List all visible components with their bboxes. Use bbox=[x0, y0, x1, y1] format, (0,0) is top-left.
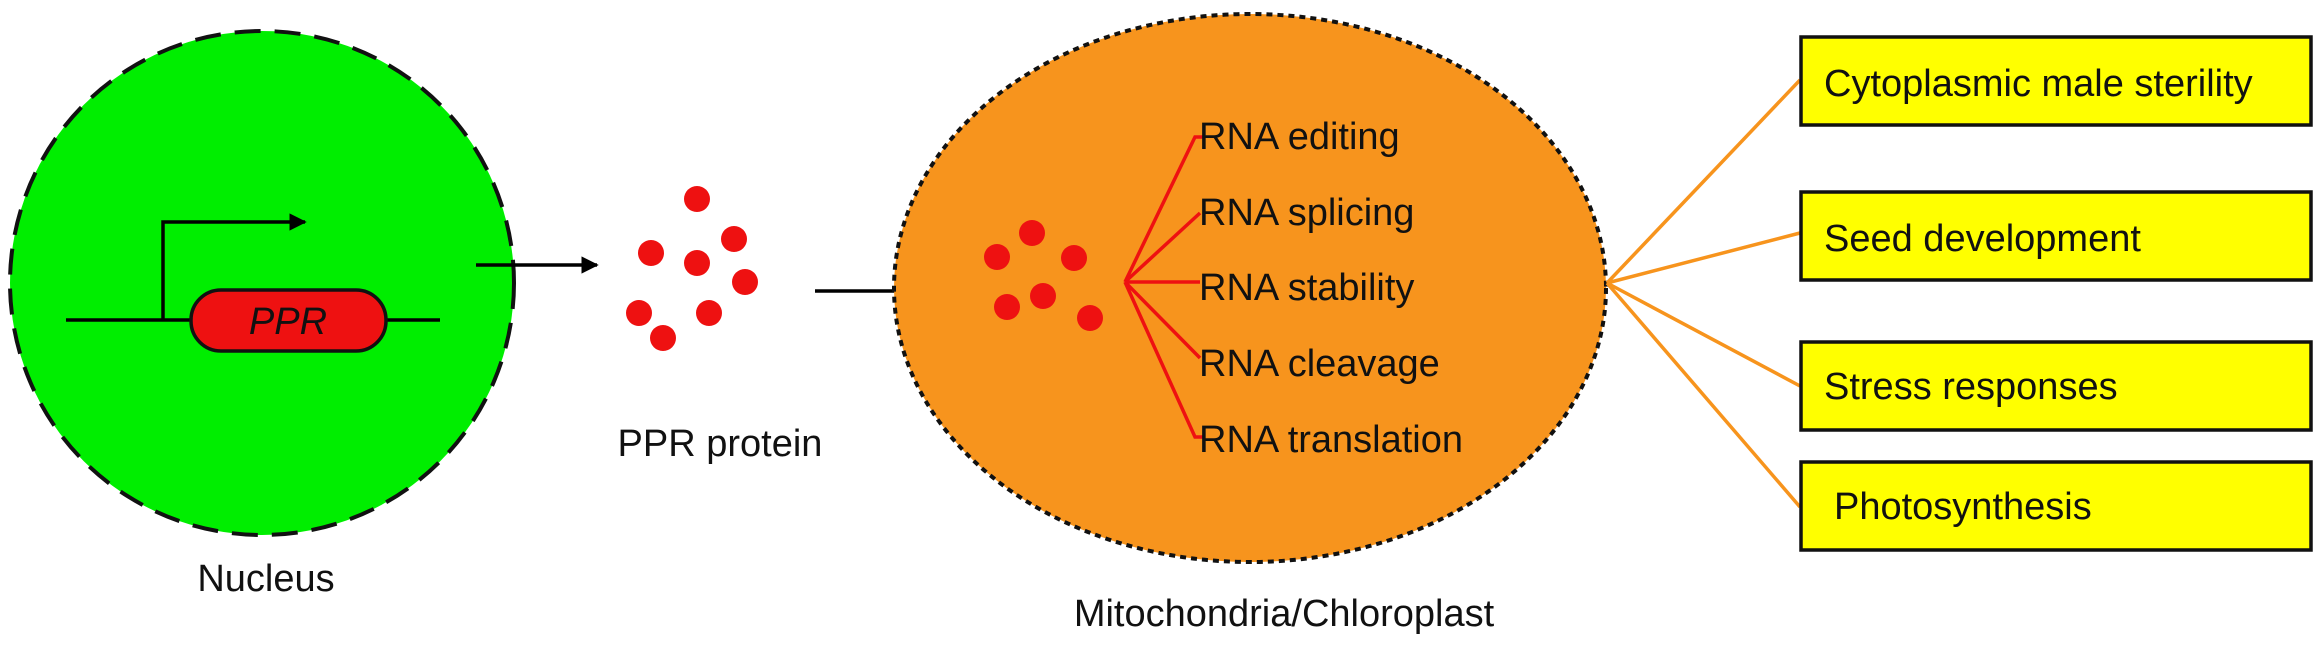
branch-rna-splicing bbox=[1123, 211, 1202, 284]
protein-dot bbox=[1019, 220, 1045, 246]
branch-rna-editing bbox=[1123, 135, 1205, 283]
protein-dot bbox=[1061, 245, 1087, 271]
outcome-label: Photosynthesis bbox=[1834, 486, 2092, 528]
protein-dot bbox=[696, 300, 722, 326]
connector-cytoplasmic-male-sterility bbox=[1605, 78, 1802, 285]
protein-dot bbox=[994, 294, 1020, 320]
ppr-gene-label: PPR bbox=[249, 301, 327, 343]
outcome-box-photosynthesis: Photosynthesis bbox=[1799, 460, 2313, 552]
ppr-protein-cluster bbox=[626, 186, 758, 351]
connector-seed-development bbox=[1606, 231, 1801, 285]
function-rna-translation: RNA translation bbox=[1199, 419, 1463, 461]
protein-dot bbox=[684, 250, 710, 276]
protein-dot bbox=[638, 240, 664, 266]
protein-label: PPR protein bbox=[618, 423, 823, 465]
connector-photosynthesis bbox=[1605, 281, 1802, 509]
organelle: RNA editing RNA splicing RNA stability R… bbox=[892, 12, 1608, 635]
protein-dot bbox=[732, 269, 758, 295]
protein-dot bbox=[626, 300, 652, 326]
outcome-box-stress-responses: Stress responses bbox=[1799, 340, 2313, 432]
function-rna-cleavage: RNA cleavage bbox=[1199, 343, 1440, 385]
protein-dot bbox=[1077, 305, 1103, 331]
outcome-label: Stress responses bbox=[1824, 366, 2118, 408]
protein-dot bbox=[984, 244, 1010, 270]
protein-dot bbox=[1030, 283, 1056, 309]
connector-stress-responses bbox=[1606, 281, 1801, 388]
outcome-box bbox=[1799, 190, 2313, 282]
protein-dot bbox=[721, 226, 747, 252]
outcome-connectors bbox=[1605, 78, 1802, 509]
outcome-box bbox=[1799, 35, 2313, 127]
outcome-box bbox=[1799, 340, 2313, 432]
nucleus: PPR Nucleus bbox=[8, 29, 516, 600]
organelle-ellipse bbox=[892, 12, 1608, 564]
ppr-gene bbox=[189, 288, 388, 353]
protein-dot bbox=[650, 325, 676, 351]
function-rna-splicing: RNA splicing bbox=[1199, 192, 1414, 234]
function-branches bbox=[1123, 135, 1205, 439]
organelle-label: Mitochondria/Chloroplast bbox=[1074, 593, 1495, 635]
outcome-label: Seed development bbox=[1824, 218, 2141, 260]
outcome-label: Cytoplasmic male sterility bbox=[1824, 63, 2253, 105]
nucleus-label: Nucleus bbox=[197, 558, 334, 600]
branch-rna-cleavage bbox=[1123, 280, 1202, 360]
nucleus-circle bbox=[8, 29, 516, 537]
outcome-box-seed-development: Seed development bbox=[1799, 190, 2313, 282]
bent-arrow-icon bbox=[161, 213, 307, 320]
outcome-box bbox=[1799, 460, 2313, 552]
protein-dot bbox=[684, 186, 710, 212]
function-rna-stability: RNA stability bbox=[1199, 267, 1414, 309]
function-rna-editing: RNA editing bbox=[1199, 116, 1400, 158]
outcome-box-cytoplasmic-male-sterility: Cytoplasmic male sterility bbox=[1799, 35, 2313, 127]
branch-rna-translation bbox=[1123, 281, 1205, 439]
